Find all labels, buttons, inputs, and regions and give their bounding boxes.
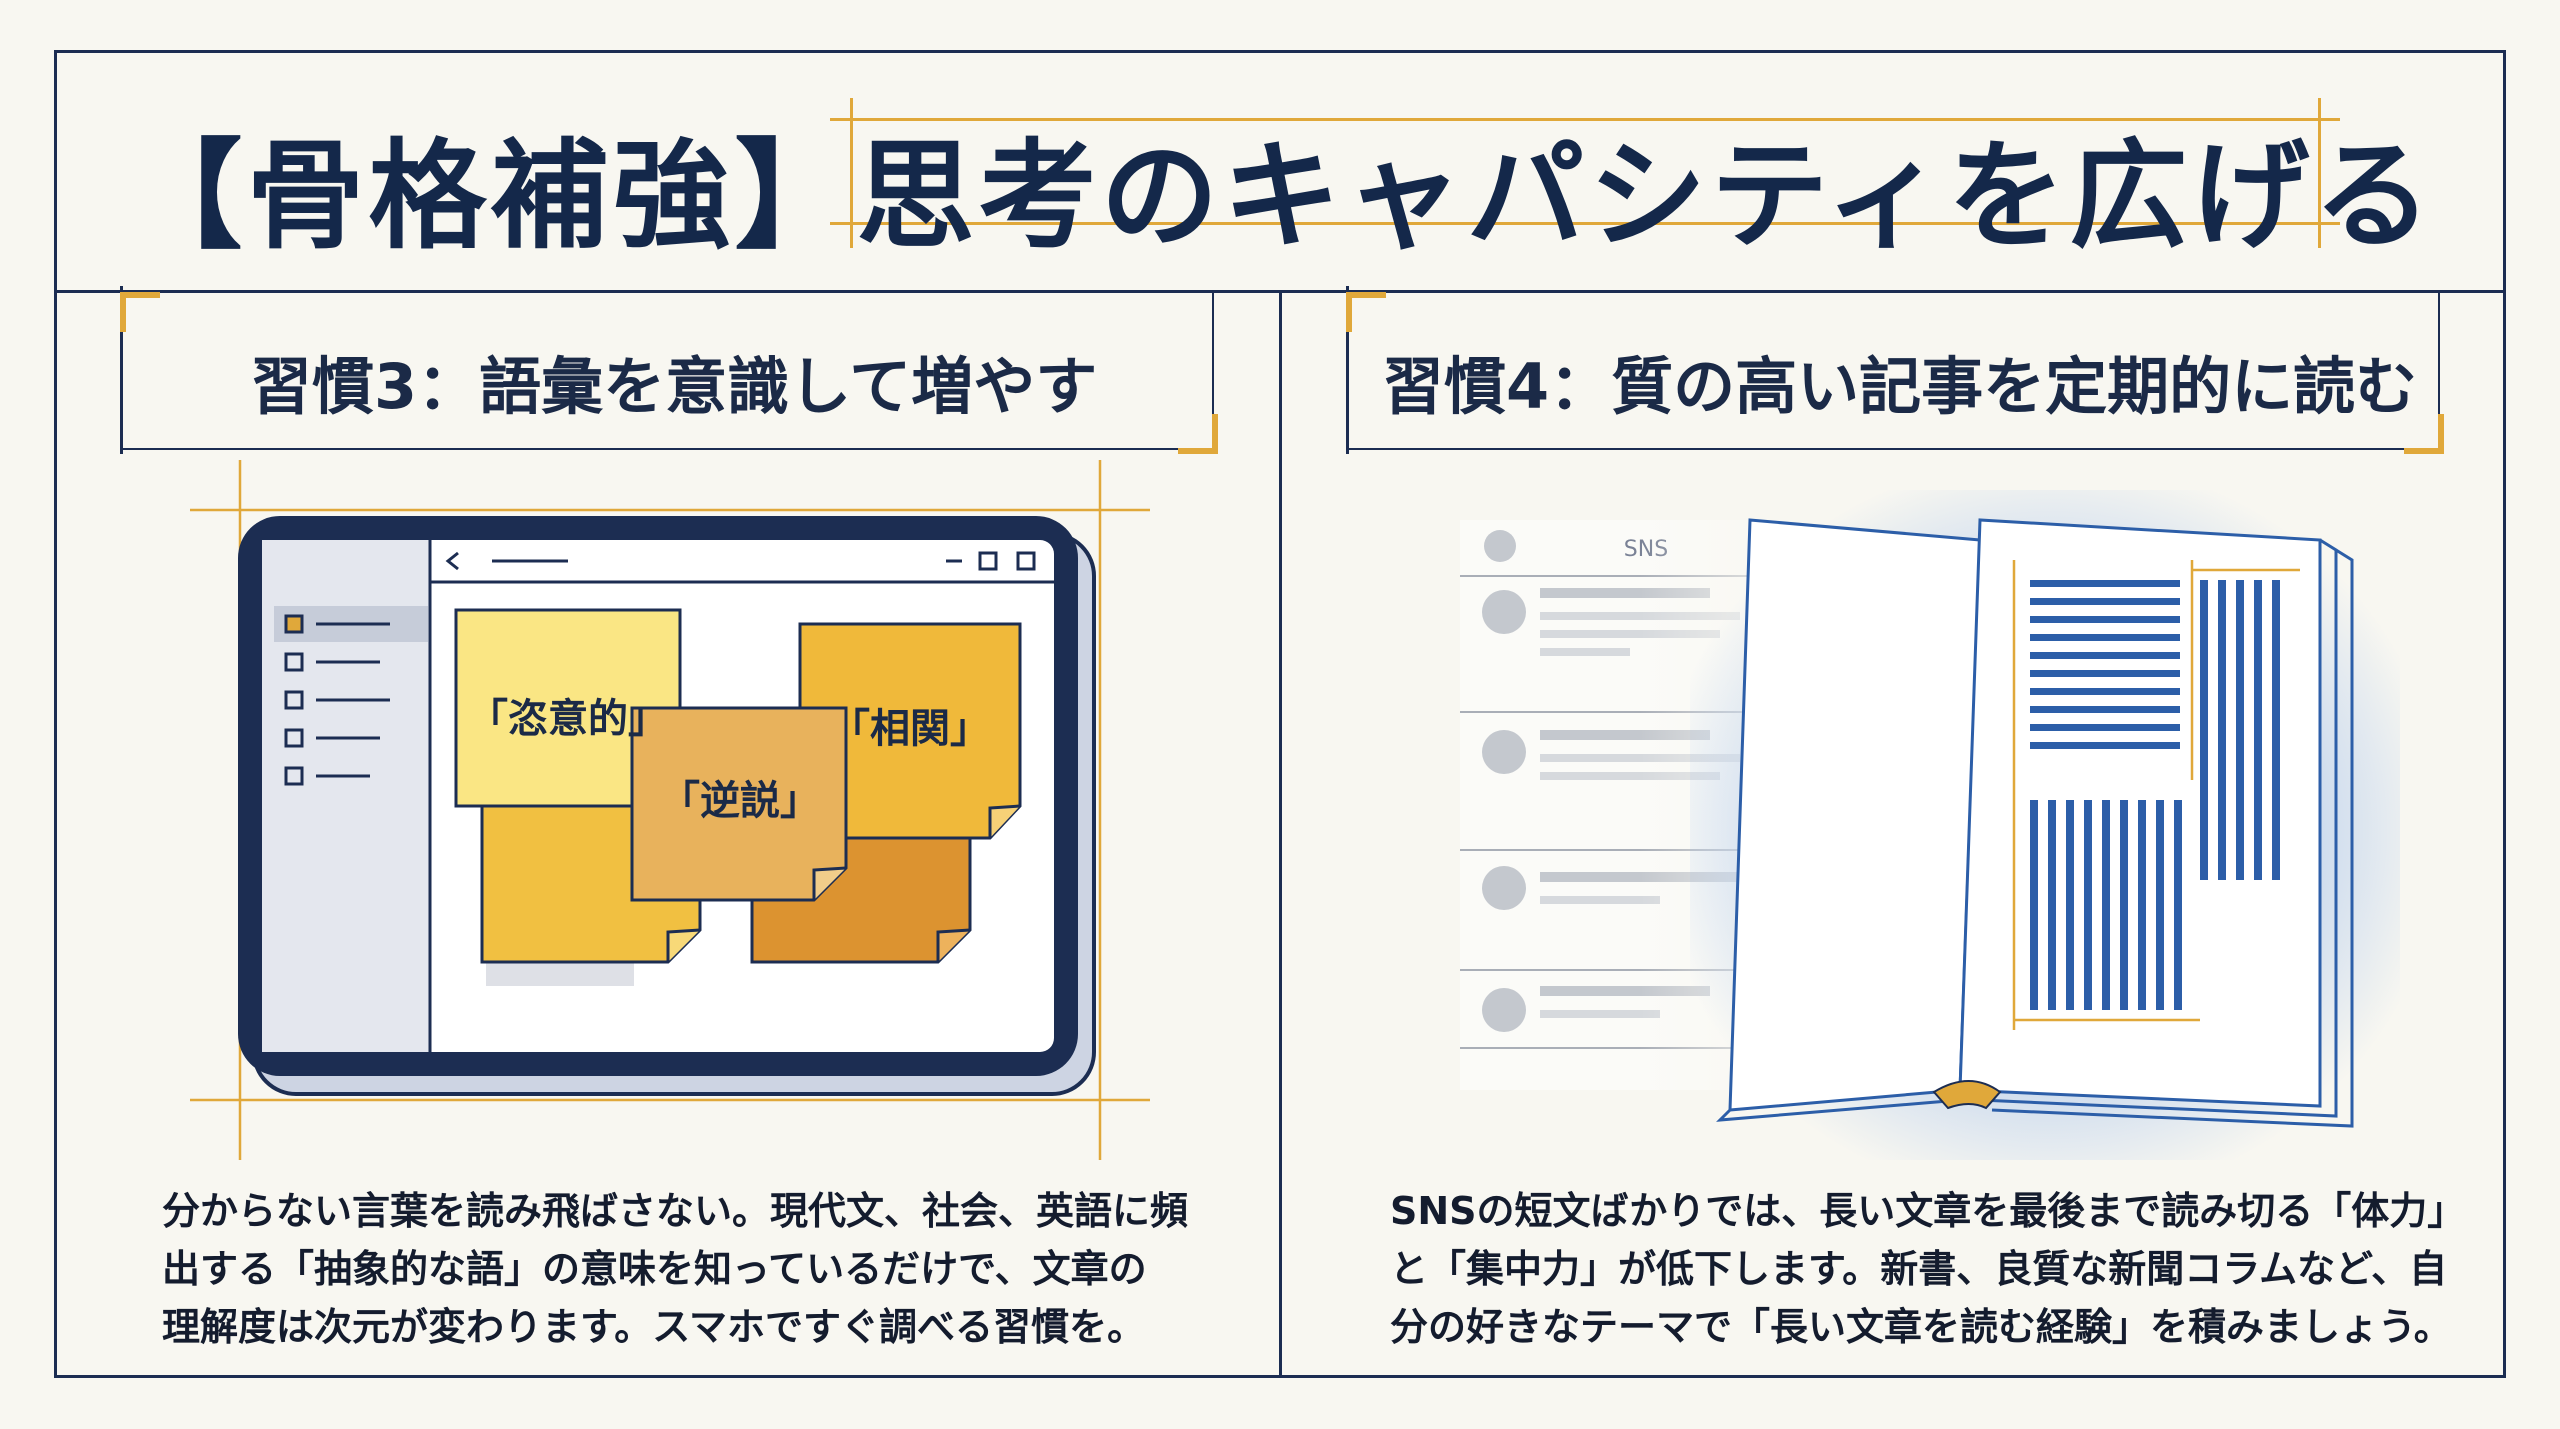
right-description-line-3: 分の好きなテーマで「長い文章を読む経験」を積みましょう。: [1390, 1305, 2452, 1349]
right-description: SNSの短文ばかりでは、長い文章を最後まで読み切る「体力」 と「集中力」が低下し…: [1390, 1182, 2465, 1356]
note-1-text: 「恣意的」: [468, 696, 668, 742]
right-column-title: 習慣4：質の高い記事を定期的に読む: [1382, 350, 2418, 423]
right-title-box-line: [1346, 286, 1349, 454]
left-description: 分からない言葉を読み飛ばさない。現代文、社会、英語に頻 出する「抽象的な語」の意…: [162, 1182, 1188, 1356]
divider-vertical: [1279, 290, 1282, 1378]
left-title-corner-tl: [120, 292, 160, 332]
note-3-text: 「相関」: [830, 706, 990, 752]
title-guide-bottom: [830, 222, 2340, 225]
right-title-box: [1346, 292, 2440, 450]
left-description-line-2: 出する「抽象的な語」の意味を知っているだけで、文章の: [162, 1247, 1147, 1291]
left-title-corner-br: [1178, 414, 1218, 454]
sns-book-illustration: SNS: [1460, 490, 2400, 1160]
title-guide-right: [2318, 98, 2321, 248]
left-title-box: [120, 292, 1214, 450]
title-guide-top: [830, 118, 2340, 121]
note-2-text: 「逆説」: [660, 778, 820, 824]
page-title: 【骨格補強】思考のキャパシティを広げる: [124, 127, 2436, 265]
left-title-box-line: [120, 286, 123, 454]
left-description-line-1: 分からない言葉を読み飛ばさない。現代文、社会、英語に頻: [162, 1189, 1189, 1233]
tablet-illustration: 「恣意的」 「相関」 「逆説」: [190, 460, 1150, 1160]
left-column-title: 習慣3：語彙を意識して増やす: [250, 350, 1098, 423]
right-description-line-2: と「集中力」が低下します。新書、良質な新聞コラムなど、自: [1390, 1247, 2448, 1291]
right-description-line-1: SNSの短文ばかりでは、長い文章を最後まで読み切る「体力」: [1390, 1189, 2466, 1233]
right-title-corner-tl: [1346, 292, 1386, 332]
right-title-corner-br: [2404, 414, 2444, 454]
left-description-line-3: 理解度は次元が変わります。スマホですぐ調べる習慣を。: [162, 1305, 1146, 1349]
title-guide-left: [850, 98, 853, 248]
